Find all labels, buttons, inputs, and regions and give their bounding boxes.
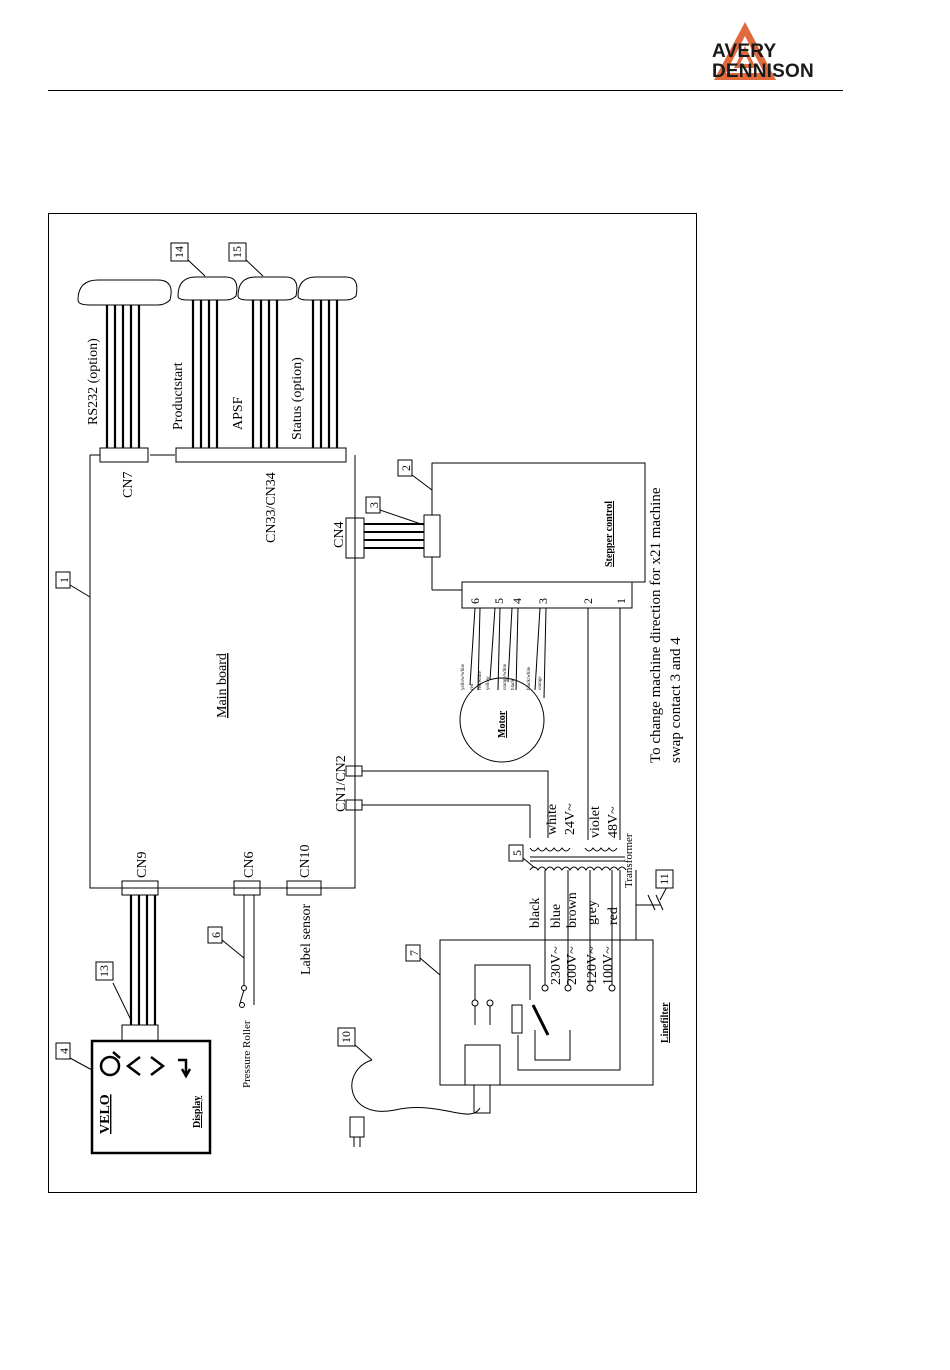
avery-dennison-logo-icon: [714, 22, 776, 80]
stepper-control-label: Stepper control: [604, 501, 615, 567]
stepper-pin-3: 3: [536, 598, 550, 604]
motor-wire-label: black/white: [527, 666, 532, 690]
linefilter-label: Linefilter: [660, 1002, 671, 1043]
callout-13: 13: [97, 965, 111, 977]
cn33-cn34-connector: [175, 447, 347, 463]
stepper-pin-1: 1: [614, 598, 628, 604]
motor-wire-label: orange/white: [503, 663, 508, 690]
note-line-1: To change machine direction for x21 mach…: [648, 487, 664, 763]
primary-color-black: black: [528, 898, 543, 928]
stepper-pin-5: 5: [492, 598, 506, 604]
motor-wire-label: orange: [538, 676, 543, 690]
brand-line-2: DENNISON: [712, 61, 814, 82]
rs232-dsub: [77, 279, 172, 306]
display-label: Display: [192, 1096, 203, 1128]
note-line-2: swap contact 3 and 4: [668, 637, 684, 763]
callout-2: 2: [399, 465, 413, 471]
display-box: [90, 1039, 212, 1155]
motor-wire-label: red/white: [478, 670, 483, 690]
secondary-color-white: white: [545, 804, 560, 835]
label-cn7: CN7: [121, 472, 136, 498]
primary-color-brown: brown: [565, 892, 580, 928]
display-icons: [99, 1051, 192, 1079]
productstart-dsub: [177, 276, 238, 301]
secondary-color-violet: violet: [588, 806, 603, 838]
power-icon: [99, 1055, 121, 1077]
stepper-terminal-strip: [461, 581, 633, 609]
cn10-connector: [286, 880, 322, 896]
label-cn10: CN10: [298, 845, 313, 878]
callout-14: 14: [172, 246, 186, 258]
transformer-label: Transformer: [623, 833, 635, 888]
callout-10: 10: [339, 1031, 353, 1043]
primary-voltage-200: 200V~: [565, 946, 580, 985]
pressure-roller-label: Pressure Roller: [241, 1020, 253, 1088]
port-rs232: RS232 (option): [86, 338, 101, 425]
primary-color-grey: grey: [585, 900, 600, 925]
chevron-left-icon: [125, 1056, 141, 1076]
power-inlet: [464, 1044, 501, 1086]
apsf-dsub: [237, 276, 298, 301]
port-apsf: APSF: [231, 396, 246, 430]
stepper-input-connector: [423, 514, 441, 558]
callout-6: 6: [209, 932, 223, 938]
stepper-pin-6: 6: [468, 598, 482, 604]
primary-voltage-100: 100V~: [601, 946, 616, 985]
stepper-pin-4: 4: [510, 598, 524, 604]
callout-15: 15: [230, 246, 244, 258]
stepper-pin-2: 2: [581, 598, 595, 604]
primary-color-red: red: [606, 907, 621, 925]
secondary-voltage-48: 48V~: [606, 806, 621, 838]
callout-1: 1: [57, 577, 71, 583]
port-productstart: Productstart: [171, 362, 186, 430]
motor-wire-label: red: [470, 683, 475, 690]
motor-wire-label: yellow: [486, 676, 491, 690]
cn7-connector: [99, 447, 149, 463]
header-rule: [48, 90, 843, 91]
callout-11: 11: [657, 873, 671, 885]
motor-label: Motor: [497, 710, 508, 738]
brand-name: AVERY DENNISON: [712, 42, 814, 82]
secondary-voltage-24: 24V~: [563, 803, 578, 835]
motor-body: [459, 677, 545, 763]
cn6-connector: [233, 880, 261, 896]
linefilter-box: [439, 939, 654, 1086]
callout-3: 3: [367, 502, 381, 508]
label-label-sensor: Label sensor: [299, 904, 314, 975]
cn4-connector: [345, 517, 365, 559]
label-cn6: CN6: [242, 852, 257, 878]
label-cn33-cn34: CN33/CN34: [264, 472, 279, 543]
callout-5: 5: [510, 850, 524, 856]
feed-arrow-icon: [178, 1058, 188, 1073]
motor-wire-label: yellow/white: [461, 663, 466, 690]
power-cord: [351, 1059, 481, 1115]
label-cn1-cn2: CN1/CN2: [334, 755, 349, 812]
label-cn9: CN9: [135, 852, 150, 878]
chevron-right-icon: [150, 1056, 166, 1076]
status-dsub: [297, 276, 358, 301]
callout-7: 7: [407, 950, 421, 956]
callout-4: 4: [57, 1048, 71, 1054]
primary-color-blue: blue: [549, 904, 564, 928]
motor-wire-label: black: [511, 679, 516, 690]
main-board-outline: [89, 455, 356, 889]
primary-voltage-230: 230V~: [549, 946, 564, 985]
display-brand: VELO: [98, 1094, 113, 1134]
diagram-frame: [48, 213, 697, 1193]
primary-voltage-120: 120V~: [585, 946, 600, 985]
brand-line-1: AVERY: [712, 41, 777, 62]
port-status: Status (option): [290, 357, 305, 440]
main-board-label: Main board: [215, 653, 230, 718]
stepper-control-box: [431, 462, 646, 583]
label-cn4: CN4: [332, 522, 347, 548]
